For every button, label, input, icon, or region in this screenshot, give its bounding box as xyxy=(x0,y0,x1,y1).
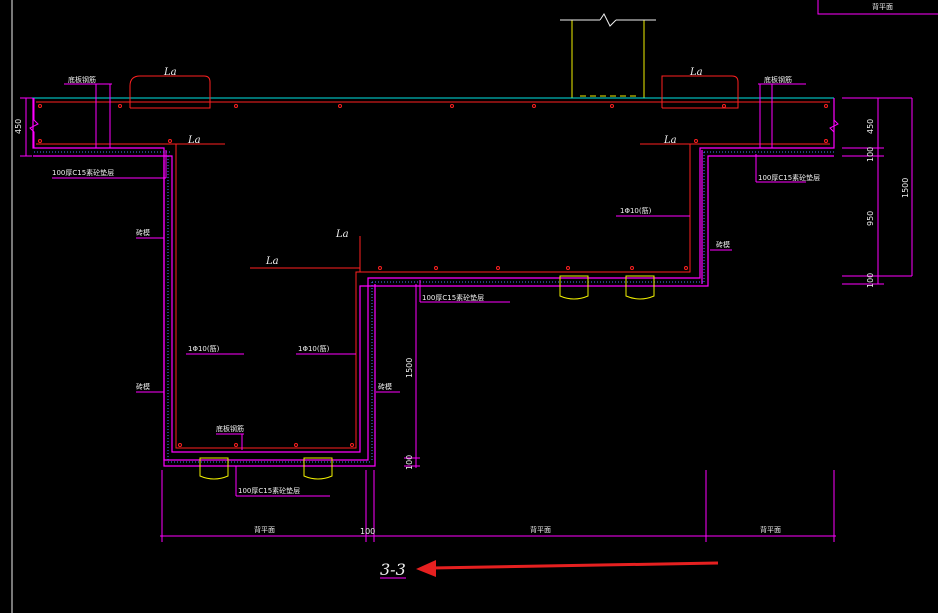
bar-left1-label: 1Φ10(筋) xyxy=(188,344,220,353)
cushion-hatch xyxy=(34,151,834,463)
cushion-bottom-label: 100厚C15素砼垫层 xyxy=(238,486,300,495)
top-right-label: 背平面 xyxy=(872,2,893,11)
annotation-arrow xyxy=(416,560,719,577)
la-top-right: La xyxy=(689,67,703,78)
dim-right-1500: 1500 xyxy=(901,178,910,198)
left-break-line xyxy=(29,98,39,148)
dim-bottom-left: 背平面 xyxy=(254,525,275,534)
dim-mid-100: 100 xyxy=(405,455,414,470)
pile-heads xyxy=(199,275,655,480)
pit-outline xyxy=(32,98,835,467)
la-center: La xyxy=(335,229,349,240)
rebar-right-label: 底板钢筋 xyxy=(764,75,792,84)
dimension-lines xyxy=(20,97,913,579)
right-break-line xyxy=(829,98,839,148)
leader-lines xyxy=(52,83,806,497)
dim-bottom-right: 背平面 xyxy=(760,525,781,534)
dim-right-950: 950 xyxy=(866,211,875,226)
la-top-right-2: La xyxy=(663,135,677,146)
dim-right-100-top: 100 xyxy=(866,147,875,162)
bar-right-label: 1Φ10(筋) xyxy=(620,206,652,215)
rebar-dots xyxy=(38,104,828,447)
rebar-lines xyxy=(36,75,830,449)
cushion-right-label: 100厚C15素砼垫层 xyxy=(758,173,820,182)
wall-left-bottom-label: 砖模 xyxy=(136,382,150,391)
dim-left-450: 450 xyxy=(14,119,23,134)
dim-bottom-100: 100 xyxy=(360,527,375,536)
wall-left-top-label: 砖模 xyxy=(136,228,150,237)
bar-left2-label: 1Φ10(筋) xyxy=(298,344,330,353)
cushion-left-label: 100厚C15素砼垫层 xyxy=(52,168,114,177)
wall-mid-label: 砖模 xyxy=(378,382,392,391)
la-top-left-2: La xyxy=(187,135,201,146)
top-right-frame xyxy=(817,0,938,15)
la-center-2: La xyxy=(265,256,279,267)
section-title: 3-3 xyxy=(380,560,406,579)
dim-right-100-bottom: 100 xyxy=(866,273,875,288)
dim-mid-1500: 1500 xyxy=(405,358,414,378)
column-stub xyxy=(560,13,656,98)
dim-right-450: 450 xyxy=(866,119,875,134)
cushion-mid-label: 100厚C15素砼垫层 xyxy=(422,293,484,302)
dim-bottom-mid: 背平面 xyxy=(530,525,551,534)
bottom-rebar-label: 底板钢筋 xyxy=(216,424,244,433)
la-top-left: La xyxy=(163,67,177,78)
rebar-left-label: 底板钢筋 xyxy=(68,75,96,84)
wall-right-label: 砖模 xyxy=(716,240,730,249)
